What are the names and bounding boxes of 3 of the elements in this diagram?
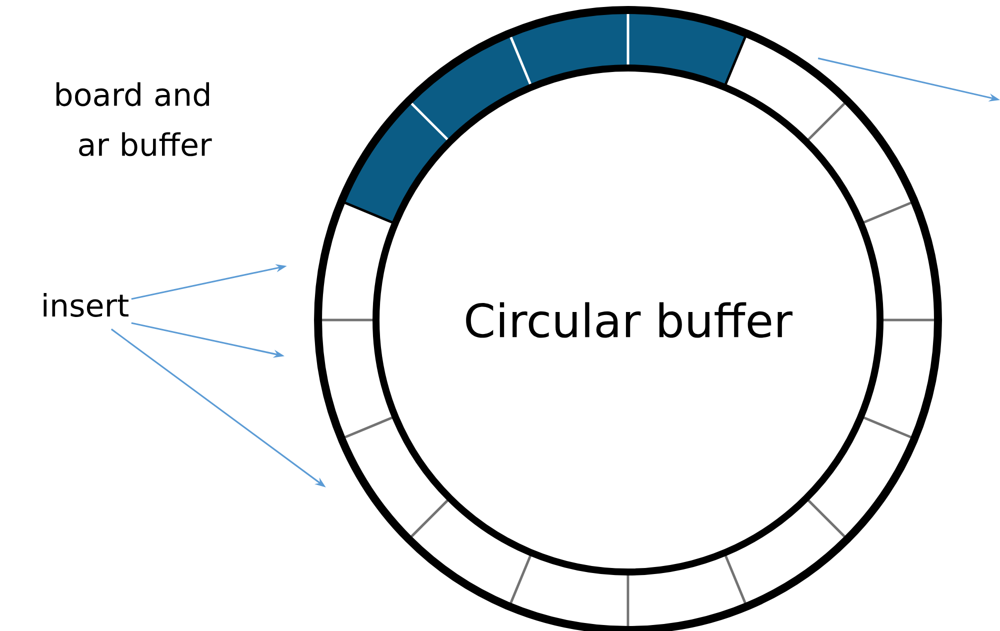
circular-buffer-ring: Circular buffer bbox=[314, 6, 942, 631]
node-label: insert bbox=[44, 293, 128, 317]
text-label: board and ar buffer bbox=[56, 82, 212, 156]
